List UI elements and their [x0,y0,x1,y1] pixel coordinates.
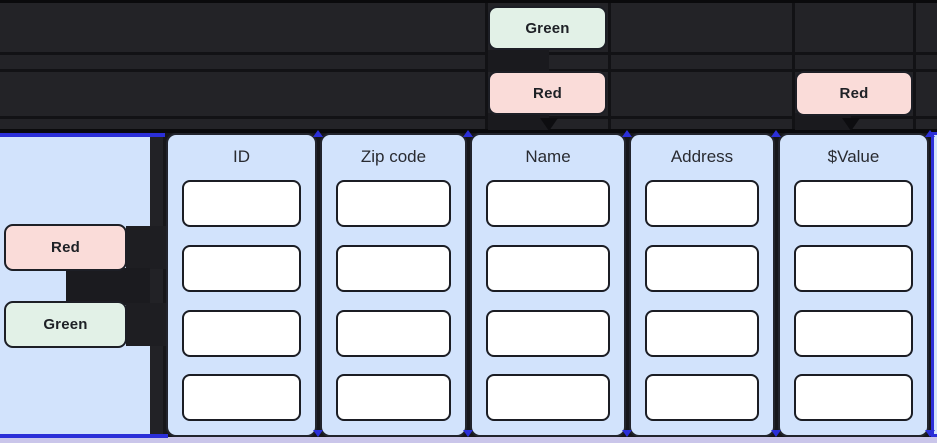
table-column--value[interactable]: $Value [778,133,929,437]
table-column-name[interactable]: Name [470,133,626,437]
node-badge-green-left[interactable]: Green [4,301,127,348]
node-badge-label: Green [525,19,570,37]
edge-arrow-down-icon [622,430,632,437]
edge-arrow-down-icon [925,430,935,437]
bottom-strip [0,437,937,443]
table-cell[interactable] [486,374,610,421]
table-cell[interactable] [645,180,759,227]
edge-arrow-down-icon [463,430,473,437]
table-cell[interactable] [486,245,610,292]
lane-line [485,3,488,129]
table-column-zip-code[interactable]: Zip code [320,133,467,437]
edge-arrow-up-icon [622,130,632,137]
edge-arrow-up-icon [463,130,473,137]
edge-connector [126,226,167,269]
node-badge-label: Red [839,85,869,102]
table-cell[interactable] [182,245,301,292]
right-partial-panel[interactable] [931,132,937,437]
node-badge-label: Green [43,316,88,333]
selection-border-bottom [0,434,168,438]
table-cell[interactable] [794,245,913,292]
table-cell[interactable] [794,180,913,227]
table-cell[interactable] [645,245,759,292]
table-cell[interactable] [645,310,759,357]
table-cell[interactable] [182,310,301,357]
column-header: ID [233,147,250,166]
node-badge-red-left[interactable]: Red [4,224,127,271]
column-header: $Value [827,147,880,166]
column-header: Address [670,147,734,166]
node-badge-red-center[interactable]: Red [488,71,607,115]
table-cell[interactable] [182,180,301,227]
wide-gap [150,133,163,434]
lane-line [608,3,611,129]
arrow-down-icon [842,118,860,131]
node-badge-red-right[interactable]: Red [795,71,913,116]
table-cell[interactable] [794,374,913,421]
table-column-address[interactable]: Address [629,133,775,437]
edge-arrow-down-icon [313,430,323,437]
table-cell[interactable] [486,180,610,227]
band-separator [0,52,937,55]
edge-connector [488,50,549,72]
table-cell[interactable] [336,374,451,421]
column-header: Name [525,147,571,166]
edge-arrow-up-icon [771,130,781,137]
edge-connector [795,113,851,130]
table-cell[interactable] [336,310,451,357]
lane-line [913,3,916,129]
band-separator [0,69,937,72]
selection-border-top [0,133,165,137]
edge-connector [66,268,150,305]
node-badge-label: Red [51,239,80,256]
table-cell[interactable] [336,180,451,227]
edge-arrow-down-icon [771,430,781,437]
band-separator [0,0,937,3]
edge-arrow-up-icon [313,130,323,137]
edge-arrow-up-icon [925,130,935,137]
node-badge-green-top[interactable]: Green [488,6,607,50]
table-cell[interactable] [645,374,759,421]
table-column-id[interactable]: ID [166,133,317,437]
table-cell[interactable] [486,310,610,357]
node-badge-label: Red [533,84,562,102]
edge-connector [126,303,167,346]
table-cell[interactable] [336,245,451,292]
column-header: Zip code [360,147,427,166]
band-separator [0,116,937,119]
table-cell[interactable] [794,310,913,357]
table-cell[interactable] [182,374,301,421]
lane-line [792,3,795,129]
arrow-down-icon [540,118,558,131]
edge-connector [488,113,549,130]
